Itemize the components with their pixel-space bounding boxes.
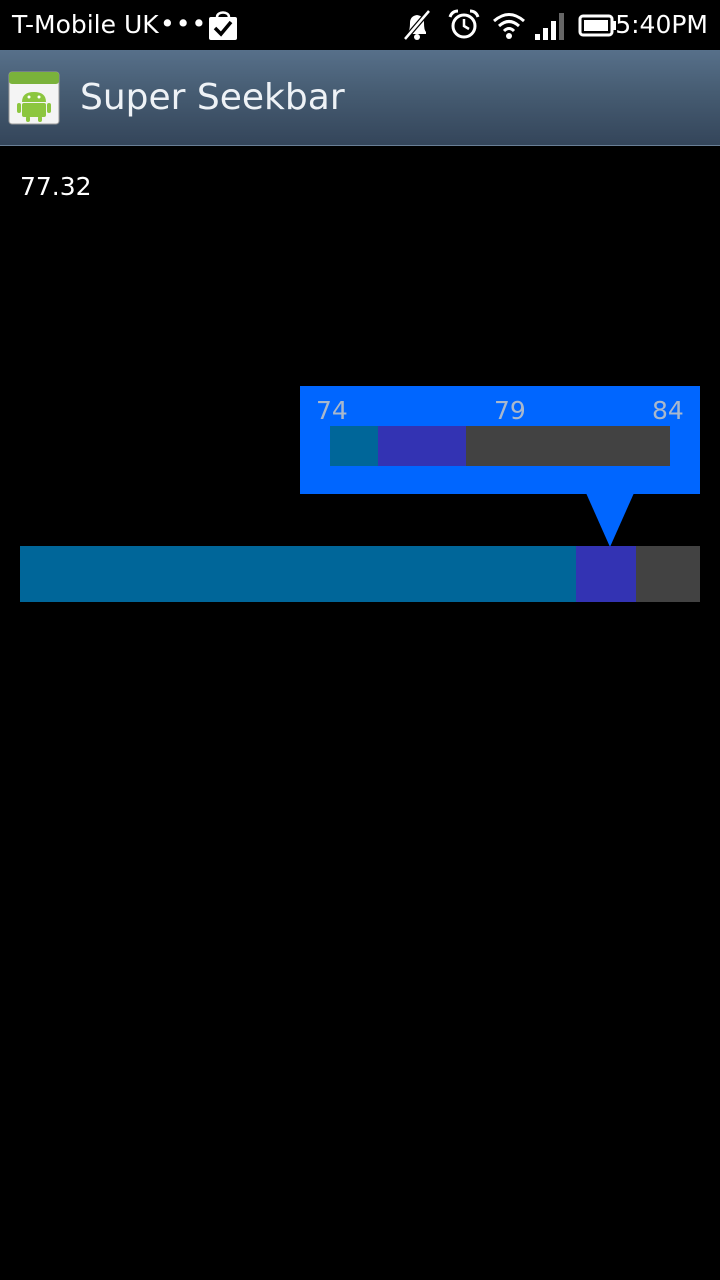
- popup-label-mid: 79: [494, 396, 526, 425]
- android-app-icon[interactable]: [6, 70, 62, 126]
- carrier-name: T-Mobile UK: [12, 10, 159, 39]
- wifi-icon: [493, 13, 525, 39]
- app-title: Super Seekbar: [80, 77, 345, 118]
- signal-icon: [535, 13, 564, 40]
- super-seekbar[interactable]: [20, 546, 700, 602]
- battery-icon: [578, 14, 616, 37]
- seekbar-primary-progress[interactable]: [20, 546, 577, 602]
- popup-label-min: 74: [316, 396, 348, 425]
- more-notifications-dots: •••: [160, 9, 208, 38]
- action-bar: Super Seekbar: [0, 50, 720, 146]
- popup-label-max: 84: [652, 396, 684, 425]
- popup-primary-progress: [330, 426, 378, 466]
- status-time: 5:40PM: [615, 10, 708, 39]
- seekbar-value-text: 77.32: [20, 172, 92, 201]
- notifications-muted-icon: [403, 9, 431, 41]
- seekbar-zoom-popup: 74 79 84: [300, 386, 700, 494]
- shopping-bag-check-icon: [209, 11, 237, 40]
- status-bar: T-Mobile UK •••: [0, 0, 720, 50]
- popup-pointer: [586, 493, 634, 547]
- popup-seekbar-track[interactable]: [330, 426, 670, 466]
- alarm-icon: [448, 9, 480, 39]
